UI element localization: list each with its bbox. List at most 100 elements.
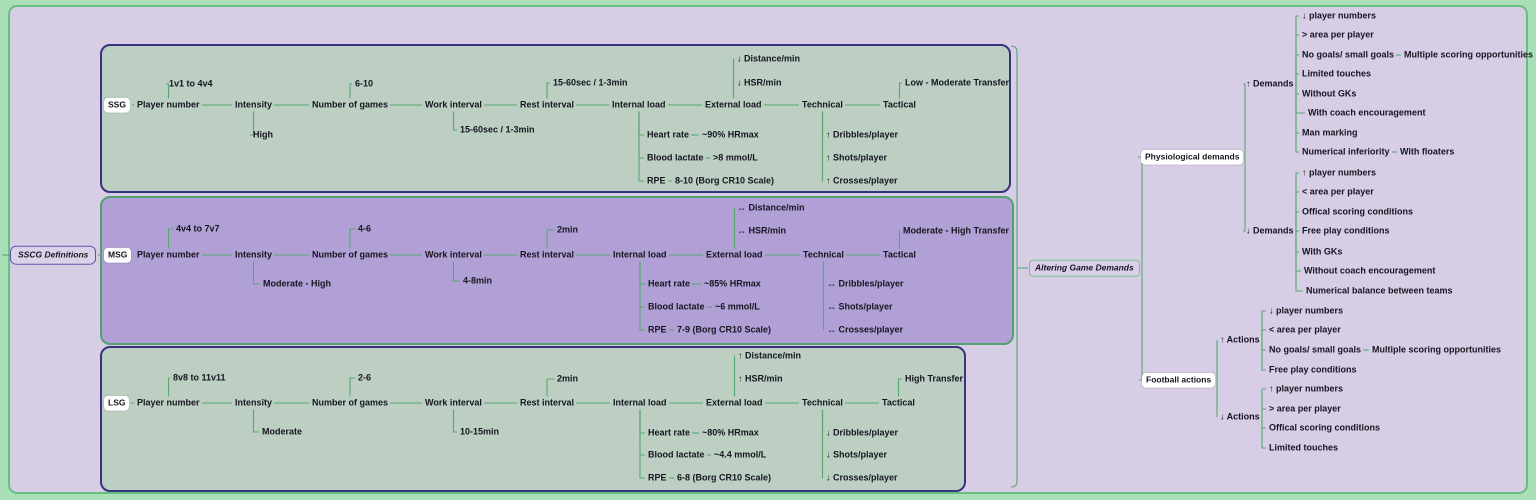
ssg-work[interactable]: Work interval	[425, 99, 482, 110]
lsg-chip[interactable]: LSG	[104, 395, 130, 411]
ssg-players-range[interactable]: 1v1 to 4v4	[169, 78, 213, 89]
lsg-hsr[interactable]: ↑ HSR/min	[738, 373, 783, 384]
ud-1[interactable]: ↓ player numbers	[1302, 10, 1377, 21]
lsg-crosses[interactable]: ↓ Crosses/player	[826, 472, 898, 483]
ssg-hr[interactable]: Heart rate	[647, 129, 690, 140]
up-demands[interactable]: ↑ Demands	[1246, 78, 1294, 89]
ud-3b[interactable]: Multiple scoring opportunities	[1404, 49, 1533, 60]
lsg-external[interactable]: External load	[706, 397, 763, 408]
msg-chip[interactable]: MSG	[104, 247, 132, 263]
ssg-technical[interactable]: Technical	[802, 99, 843, 110]
lsg-rest-val[interactable]: 2min	[557, 373, 579, 384]
ud-3[interactable]: No goals/ small goals	[1302, 49, 1395, 60]
alter[interactable]: Altering Game Demands	[1029, 259, 1140, 277]
ssg-intensity-val[interactable]: High	[253, 129, 273, 140]
ssg-dist[interactable]: ↓ Distance/min	[737, 53, 801, 64]
dd-3[interactable]: Offical scoring conditions	[1302, 206, 1414, 217]
lsg-player-number[interactable]: Player number	[137, 397, 200, 408]
msg-work[interactable]: Work interval	[425, 249, 482, 260]
msg-dist[interactable]: ↔ Distance/min	[737, 202, 805, 213]
msg-players-range[interactable]: 4v4 to 7v7	[176, 223, 220, 234]
lsg-rpe[interactable]: RPE	[648, 472, 667, 483]
msg-rest-val[interactable]: 2min	[557, 224, 579, 235]
msg-rpe-val[interactable]: 7-9 (Borg CR10 Scale)	[677, 324, 772, 335]
ud-8b[interactable]: With floaters	[1400, 146, 1455, 157]
da-1[interactable]: ↑ player numbers	[1269, 383, 1344, 394]
ssg-work-val[interactable]: 15-60sec / 1-3min	[460, 124, 535, 135]
dd-4[interactable]: Free play conditions	[1302, 225, 1390, 236]
ua-1[interactable]: ↓ player numbers	[1269, 305, 1344, 316]
ssg-internal[interactable]: Internal load	[612, 99, 666, 110]
ssg-bl-val[interactable]: >8 mmol/L	[713, 152, 758, 163]
down-demands[interactable]: ↓ Demands	[1246, 225, 1294, 236]
msg-transfer[interactable]: Moderate - High Transfer	[903, 225, 1010, 236]
ssg-external[interactable]: External load	[705, 99, 762, 110]
lsg-shots[interactable]: ↓ Shots/player	[826, 449, 888, 460]
ua-3[interactable]: No goals/ small goals	[1269, 344, 1362, 355]
lsg-transfer[interactable]: High Transfer	[905, 373, 964, 384]
dd-1[interactable]: ↑ player numbers	[1302, 167, 1377, 178]
ud-6[interactable]: With coach encouragement	[1308, 107, 1426, 118]
ud-8[interactable]: Numerical inferiority	[1302, 146, 1390, 157]
lsg-players-range[interactable]: 8v8 to 11v11	[173, 372, 226, 383]
ua-2[interactable]: < area per player	[1269, 324, 1341, 335]
msg-crosses[interactable]: ↔ Crosses/player	[827, 324, 904, 335]
lsg-intensity[interactable]: Intensity	[235, 397, 273, 408]
dd-5[interactable]: With GKs	[1302, 246, 1343, 257]
ssg-hsr[interactable]: ↓ HSR/min	[737, 77, 782, 88]
da-3[interactable]: Offical scoring conditions	[1269, 422, 1381, 433]
lsg-intensity-val[interactable]: Moderate	[262, 426, 303, 437]
msg-rest[interactable]: Rest interval	[520, 249, 575, 260]
msg-external[interactable]: External load	[706, 249, 763, 260]
ua-3b[interactable]: Multiple scoring opportunities	[1372, 344, 1501, 355]
ud-4[interactable]: Limited touches	[1302, 68, 1372, 79]
ssg-games-val[interactable]: 6-10	[355, 78, 374, 89]
ssg-games[interactable]: Number of games	[312, 99, 389, 110]
ssg-player-number[interactable]: Player number	[137, 99, 200, 110]
ssg-tactical[interactable]: Tactical	[883, 99, 916, 110]
ssg-rest[interactable]: Rest interval	[520, 99, 575, 110]
msg-hsr[interactable]: ↔ HSR/min	[737, 225, 787, 236]
ssg-crosses[interactable]: ↑ Crosses/player	[826, 175, 898, 186]
da-4[interactable]: Limited touches	[1269, 442, 1339, 453]
dd-7[interactable]: Numerical balance between teams	[1306, 285, 1453, 296]
lsg-bl[interactable]: Blood lactate	[648, 449, 705, 460]
ud-5[interactable]: Without GKs	[1302, 88, 1357, 99]
phys[interactable]: Physiological demands	[1141, 149, 1244, 165]
root[interactable]: SSCG Definitions	[10, 245, 97, 265]
msg-hr[interactable]: Heart rate	[648, 278, 691, 289]
lsg-internal[interactable]: Internal load	[613, 397, 667, 408]
ssg-rpe-val[interactable]: 8-10 (Borg CR10 Scale)	[675, 175, 775, 186]
msg-hr-val[interactable]: ~85% HRmax	[704, 278, 761, 289]
lsg-work-val[interactable]: 10-15min	[460, 426, 500, 437]
msg-games[interactable]: Number of games	[312, 249, 389, 260]
msg-intensity-val[interactable]: Moderate - High	[263, 278, 332, 289]
lsg-hr[interactable]: Heart rate	[648, 427, 691, 438]
ssg-intensity[interactable]: Intensity	[235, 99, 273, 110]
msg-player-number[interactable]: Player number	[137, 249, 200, 260]
lsg-hr-val[interactable]: ~80% HRmax	[702, 427, 759, 438]
msg-technical[interactable]: Technical	[803, 249, 844, 260]
ssg-rest-val[interactable]: 15-60sec / 1-3min	[553, 77, 628, 88]
msg-internal[interactable]: Internal load	[613, 249, 667, 260]
dd-6[interactable]: Without coach encouragement	[1304, 265, 1436, 276]
msg-work-val[interactable]: 4-8min	[463, 275, 493, 286]
lsg-rpe-val[interactable]: 6-8 (Borg CR10 Scale)	[677, 472, 772, 483]
msg-dribbles[interactable]: ↔ Dribbles/player	[827, 278, 904, 289]
ssg-hr-val[interactable]: ~90% HRmax	[702, 129, 759, 140]
lsg-games-val[interactable]: 2-6	[358, 372, 372, 383]
lsg-games[interactable]: Number of games	[312, 397, 389, 408]
foot[interactable]: Football actions	[1142, 372, 1216, 388]
ssg-chip[interactable]: SSG	[104, 97, 130, 113]
ssg-dribbles[interactable]: ↑ Dribbles/player	[826, 129, 899, 140]
ssg-bl[interactable]: Blood lactate	[647, 152, 704, 163]
msg-tactical[interactable]: Tactical	[883, 249, 916, 260]
lsg-bl-val[interactable]: ~4.4 mmol/L	[714, 449, 767, 460]
msg-bl[interactable]: Blood lactate	[648, 301, 705, 312]
ud-2[interactable]: > area per player	[1302, 29, 1374, 40]
msg-games-val[interactable]: 4-6	[358, 223, 372, 234]
da-2[interactable]: > area per player	[1269, 403, 1341, 414]
dd-2[interactable]: < area per player	[1302, 186, 1374, 197]
lsg-rest[interactable]: Rest interval	[520, 397, 575, 408]
lsg-technical[interactable]: Technical	[802, 397, 843, 408]
